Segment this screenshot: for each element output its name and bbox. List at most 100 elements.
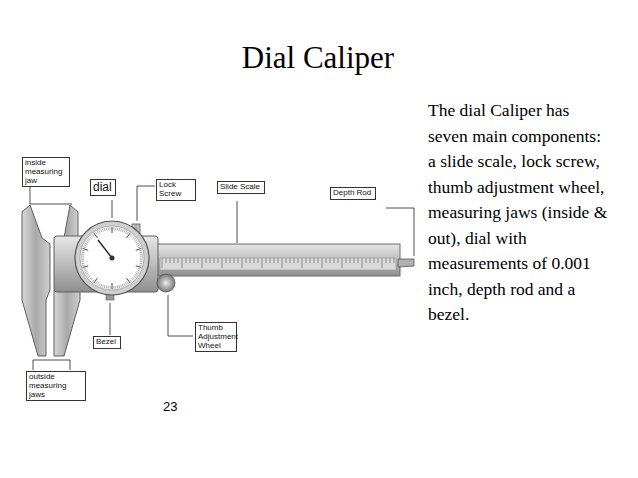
dial-tick [104,228,106,231]
callout-box: Slide Scale [217,181,265,194]
dial-tick [138,268,141,269]
scale-tick [298,258,299,263]
dial-tick [115,227,116,230]
scale-tick [210,258,211,263]
scale-tick [174,258,175,263]
dial-tick [125,283,126,286]
dial-tick [81,258,84,259]
dial-tick [127,233,131,238]
scale-tick [186,258,187,263]
callout-label: outside measuring jaws [29,373,83,399]
scale-tick [314,258,315,263]
dial-tick [139,250,142,252]
scale-tick [394,258,395,263]
fixed-jaw [22,205,50,356]
callout-box: Depth Rod [330,187,376,200]
depth-rod [398,259,414,267]
dial-tick [137,271,140,272]
dial-tick [127,282,129,285]
scale-tick [222,258,223,268]
scale-tick [270,258,271,263]
scale-tick [242,258,243,268]
callout-label: Depth Rod [333,189,373,198]
dial-tick [82,250,85,252]
leader-line [386,208,414,256]
leader-line [137,186,155,221]
scale-tick [310,258,311,263]
dial-tick [140,263,143,265]
dial-tick [134,276,136,278]
leader-line [112,200,113,218]
slide-title: Dial Caliper [242,40,394,76]
dial-tick [122,229,123,232]
dial-tick [137,270,140,271]
dial-tick [135,240,137,242]
dial-tick [117,228,119,231]
callout-box: inside measuring jaw [22,157,70,187]
dial-tick [94,278,98,283]
scale-tick [278,258,279,263]
dial-tick [89,237,91,239]
dial-tick [130,234,132,236]
dial-tick [87,240,89,242]
dial-tick [124,283,125,286]
dial-needle [98,240,112,258]
bezel-ring [75,221,149,295]
dial-tick [124,230,125,233]
dial-tick [140,254,143,255]
dial-tick [85,271,88,272]
dial-tick [108,286,109,289]
scale-tick [306,258,307,263]
dial-tick [118,228,120,231]
dial-tick [84,270,87,271]
leader-line [30,204,72,205]
scale-tick [294,258,295,263]
scale-tick [382,258,383,268]
leader-line [168,295,193,336]
dial-tick [106,286,108,289]
scale-tick [198,258,199,263]
needle-hub [110,256,115,261]
dial-tick [102,229,104,232]
callout-label: dial [93,181,113,194]
dial-tick [140,252,143,254]
dial-tick [85,243,88,244]
dial-tick [83,266,89,268]
scale-tick [274,258,275,263]
leader-line [33,360,70,370]
dial-tick [99,283,100,286]
dial-tick [137,245,140,246]
scale-tick [378,258,379,263]
dial-tick [130,280,132,282]
dial-tick [135,274,137,276]
scale-tick [290,258,291,263]
scale-tick [358,258,359,263]
dial-tick [81,261,84,262]
callout-box: dial [90,179,116,196]
dial-tick [138,247,141,248]
dial-tick [134,238,136,240]
dial-tick [120,229,122,232]
scale-tick [238,258,239,263]
callout-box: Lock Screw [156,179,196,201]
dial-tick [136,273,139,275]
dial-tick [83,248,89,250]
dial-tick [97,231,98,234]
dial-tick [88,238,90,240]
scale-tick [374,258,375,263]
scale-tick [370,258,371,263]
dial-tick [108,227,109,230]
scale-tick [258,258,259,263]
scale-tick [330,258,331,263]
scale-tick [366,258,367,263]
dial-tick [81,254,84,255]
scale-tick [234,258,235,263]
dial-tick [120,285,122,288]
dial-tick [137,243,140,244]
scale-tick [202,258,203,268]
scale-tick [190,258,191,263]
scale-tick [230,258,231,263]
dial-tick [125,231,126,234]
scale-tick [354,258,355,263]
dial-tick [131,235,133,237]
